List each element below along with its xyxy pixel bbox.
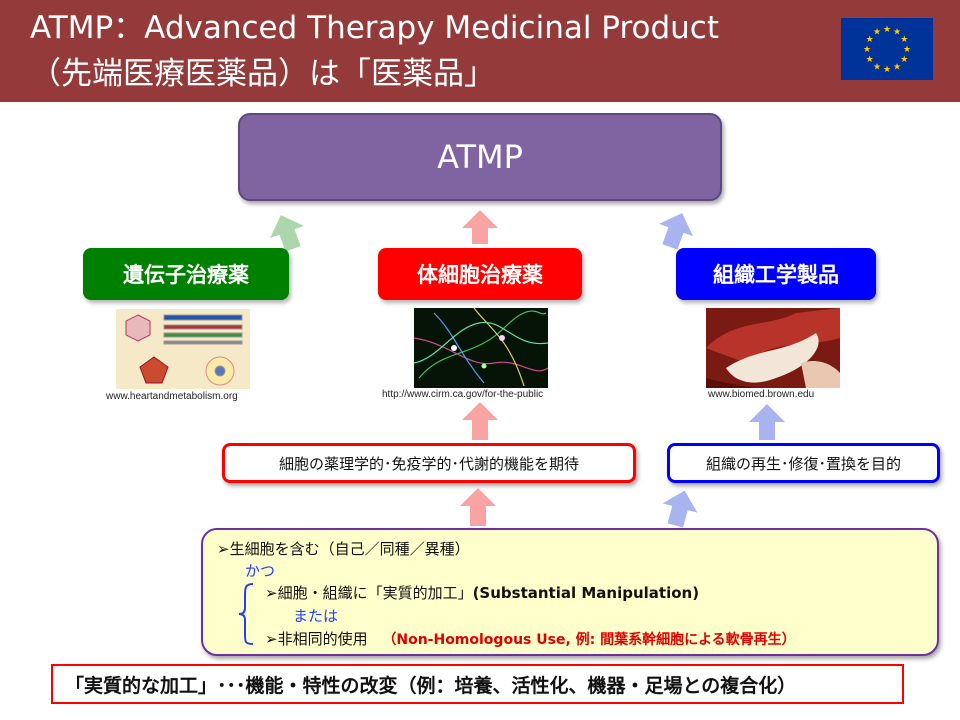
flag-star-icon: ★ (883, 65, 891, 75)
condition-substantial-manipulation-ja: ➢細胞・組織に「実質的加工」 (265, 584, 473, 602)
gene-therapy-image (116, 309, 250, 389)
gene-therapy-credit: www.heartandmetabolism.org (106, 391, 238, 402)
flag-star-icon: ★ (893, 28, 901, 38)
flag-star-icon: ★ (883, 25, 891, 35)
atmp-box: ATMP (238, 113, 722, 201)
gene-therapy-box: 遺伝子治療薬 (83, 248, 289, 300)
conditions-box: ➢生細胞を含む（自己／同種／異種） かつ ➢細胞・組織に「実質的加工」(Subs… (201, 528, 939, 656)
eu-flag-icon: ★★★★★★★★★★★★ (841, 18, 933, 80)
arrow-up-red-icon (462, 210, 498, 244)
tissue-description-box: 組織の再生･修復･置換を目的 (667, 443, 940, 483)
arrow-up-blue-icon (659, 213, 693, 250)
tissue-engineering-credit: www.biomed.brown.edu (708, 389, 815, 400)
condition-substantial-manipulation: ➢細胞・組織に「実質的加工」(Substantial Manipulation) (265, 582, 699, 603)
condition-live-cells: ➢生細胞を含む（自己／同種／異種） (217, 540, 470, 558)
arrow-up-red-icon (462, 402, 498, 440)
somatic-description-box: 細胞の薬理学的･免疫学的･代謝的機能を期待 (222, 443, 636, 483)
flag-star-icon: ★ (900, 35, 908, 45)
tissue-engineering-image (706, 308, 840, 388)
flag-star-icon: ★ (903, 45, 911, 55)
flag-star-icon: ★ (900, 55, 908, 65)
somatic-cell-image (414, 308, 548, 388)
tissue-engineering-box: 組織工学製品 (676, 248, 876, 300)
condition-non-homologous-note: （Non-Homologous Use, 例: 間葉系幹細胞による軟骨再生） (382, 632, 796, 648)
footer-definition: 「実質的な加工」･･･機能・特性の改変（例：培養、活性化、機器・足場との複合化） (51, 664, 904, 704)
flag-star-icon: ★ (866, 55, 874, 65)
flag-star-icon: ★ (873, 28, 881, 38)
flag-star-icon: ★ (873, 62, 881, 72)
title-line-1: ATMP：Advanced Therapy Medicinal Product (30, 10, 720, 46)
arrow-up-green-icon (270, 215, 304, 252)
flag-star-icon: ★ (863, 45, 871, 55)
header-bar: ATMP：Advanced Therapy Medicinal Product … (0, 0, 960, 102)
condition-and: かつ (245, 562, 276, 580)
condition-or: または (293, 607, 339, 625)
flag-star-icon: ★ (866, 35, 874, 45)
brace-icon (238, 583, 254, 645)
arrow-up-blue-icon (662, 490, 698, 528)
condition-substantial-manipulation-en: (Substantial Manipulation) (472, 584, 700, 602)
arrow-up-red-icon (460, 488, 496, 526)
title-line-2: （先端医療医薬品）は「医薬品」 (30, 56, 495, 92)
somatic-cell-credit: http://www.cirm.ca.gov/for-the-public (382, 389, 544, 400)
somatic-cell-therapy-box: 体細胞治療薬 (378, 248, 582, 300)
condition-non-homologous: ➢非相同的使用 （Non-Homologous Use, 例: 間葉系幹細胞によ… (265, 628, 796, 649)
arrow-up-blue-icon (749, 404, 785, 440)
flag-star-icon: ★ (893, 62, 901, 72)
condition-non-homologous-ja: ➢非相同的使用 (265, 630, 368, 648)
